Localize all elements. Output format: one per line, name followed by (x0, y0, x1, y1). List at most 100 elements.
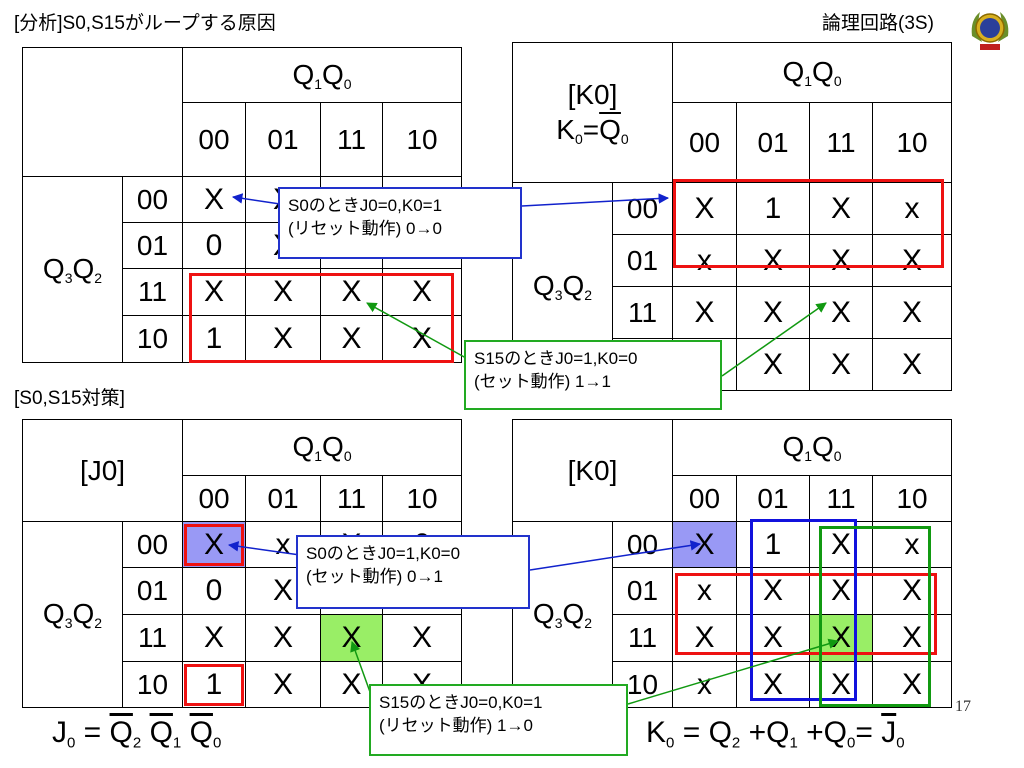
kmap-cell: 1 (182, 315, 246, 363)
callout-top-s0: S0のときJ0=0,K0=1(リセット動作) 0→0 (278, 187, 522, 259)
kmap-cell: 1 (182, 661, 247, 708)
kmap-cell-highlight-s0: X (672, 521, 737, 568)
col-header: 00 (672, 475, 737, 522)
kmap-cell: X (245, 268, 321, 316)
kmap-cell: X (382, 614, 463, 662)
col-header: 11 (809, 102, 874, 183)
kmap-cell-highlight-s0: X (182, 521, 247, 568)
kmap-cell: X (736, 661, 810, 708)
kmap-cell: x (672, 567, 737, 615)
col-header: 00 (672, 102, 738, 183)
kmap-cell: X (736, 234, 811, 287)
row-header: 10 (121, 661, 184, 708)
kmap-cell: X (872, 286, 953, 339)
kmap-cell: X (809, 521, 873, 568)
kmap-bottom-right: [K0] Q1Q0 00 01 11 10 Q3Q2 00 X 1 X x 01… (512, 419, 953, 708)
callout-bottom-s0: S0のときJ0=1,K0=0(セット動作) 0→1 (296, 535, 530, 609)
row-header: 00 (611, 182, 674, 235)
kmap-cell: X (871, 567, 953, 615)
col-var-header: Q1Q0 (672, 42, 953, 103)
kmap-cell-highlight-s15: X (809, 614, 873, 662)
col-header: 10 (381, 102, 463, 177)
callout-bottom-s15: S15のときJ0=0,K0=1(リセット動作) 1→0 (369, 684, 628, 756)
section-label: [S0,S15対策] (14, 388, 125, 409)
kmap-cell: X (245, 661, 322, 708)
row-var-header: Q3Q2 (22, 176, 123, 363)
kmap-cell: X (320, 268, 383, 316)
kmap-cell: X (872, 338, 953, 391)
kmap-cell: X (245, 315, 321, 363)
kmap-cell: X (736, 614, 810, 662)
kmap-cell: x (872, 182, 953, 235)
col-header: 01 (245, 102, 321, 177)
course-name: 論理回路(3S) (822, 13, 934, 34)
kmap-cell: X (182, 268, 246, 316)
kmap-cell: X (182, 176, 246, 223)
kmap-cell: X (871, 661, 953, 708)
kmap-cell: 1 (736, 521, 810, 568)
kmap-cell: X (736, 567, 810, 615)
formula-k0: K0 = Q2 +Q1 +Q0= J0 (646, 716, 905, 752)
kmap-corner-k0-label: [K0] (512, 419, 673, 522)
col-var-header: Q1Q0 (671, 419, 953, 476)
col-header: 11 (809, 475, 873, 522)
col-header: 01 (736, 102, 811, 183)
kmap-cell: 0 (182, 567, 247, 615)
kmap-cell: x (672, 234, 738, 287)
kmap-cell: X (809, 661, 873, 708)
kmap-cell: X (809, 182, 874, 235)
col-header: 00 (182, 475, 247, 522)
col-header: 11 (320, 102, 383, 177)
row-header: 11 (122, 268, 183, 316)
col-header: 10 (871, 475, 953, 522)
row-header: 01 (122, 222, 183, 269)
school-emblem-icon (971, 12, 1009, 50)
kmap-corner (22, 47, 183, 177)
kmap-cell: X (381, 268, 463, 316)
kmap-cell: X (809, 567, 873, 615)
row-header: 11 (611, 286, 674, 339)
kmap-cell: X (245, 614, 322, 662)
kmap-top-right: [K0] K0=Q0 Q1Q0 00 01 11 10 Q3Q2 00 X 1 … (511, 42, 953, 391)
kmap-cell: x (871, 521, 953, 568)
row-header: 01 (611, 234, 674, 287)
kmap-cell: X (871, 614, 953, 662)
callout-top-s15: S15のときJ0=1,K0=0(セット動作) 1→1 (464, 340, 722, 410)
kmap-corner-j0-label: [J0] (21, 419, 184, 522)
formula-j0: J0 = Q2 Q1 Q0 (52, 716, 222, 752)
kmap-cell: X (809, 234, 874, 287)
kmap-cell: X (182, 614, 247, 662)
row-header: 11 (121, 614, 184, 662)
page-title: [分析]S0,S15がループする原因 (14, 13, 276, 34)
kmap-cell: 1 (736, 182, 811, 235)
kmap-cell: X (809, 286, 874, 339)
col-header: 11 (320, 475, 384, 522)
row-header: 11 (612, 614, 673, 662)
col-header: 01 (736, 475, 810, 522)
kmap-corner-k0-label: [K0] K0=Q0 (511, 42, 674, 183)
kmap-cell: X (381, 315, 463, 363)
row-header: 01 (121, 567, 184, 615)
row-header: 01 (612, 567, 673, 615)
row-var-header: Q3Q2 (22, 521, 123, 708)
kmap-cell: X (809, 338, 874, 391)
col-header: 01 (245, 475, 322, 522)
page-number: 17 (955, 698, 971, 715)
kmap-cell: X (672, 614, 737, 662)
col-header: 10 (382, 475, 463, 522)
col-var-header: Q1Q0 (181, 47, 463, 103)
kmap-cell: X (320, 315, 383, 363)
col-header: 00 (182, 102, 246, 177)
kmap-cell: X (872, 234, 953, 287)
kmap-cell: X (672, 286, 738, 339)
kmap-cell: X (736, 338, 811, 391)
kmap-cell: x (672, 661, 737, 708)
kmap-cell: 0 (182, 222, 246, 269)
col-var-header: Q1Q0 (182, 419, 463, 476)
col-header: 10 (872, 102, 953, 183)
kmap-cell: X (736, 286, 811, 339)
row-header: 00 (121, 521, 184, 568)
row-header: 00 (612, 521, 673, 568)
kmap-cell-highlight-s15: X (320, 614, 384, 662)
kmap-cell: X (672, 182, 738, 235)
